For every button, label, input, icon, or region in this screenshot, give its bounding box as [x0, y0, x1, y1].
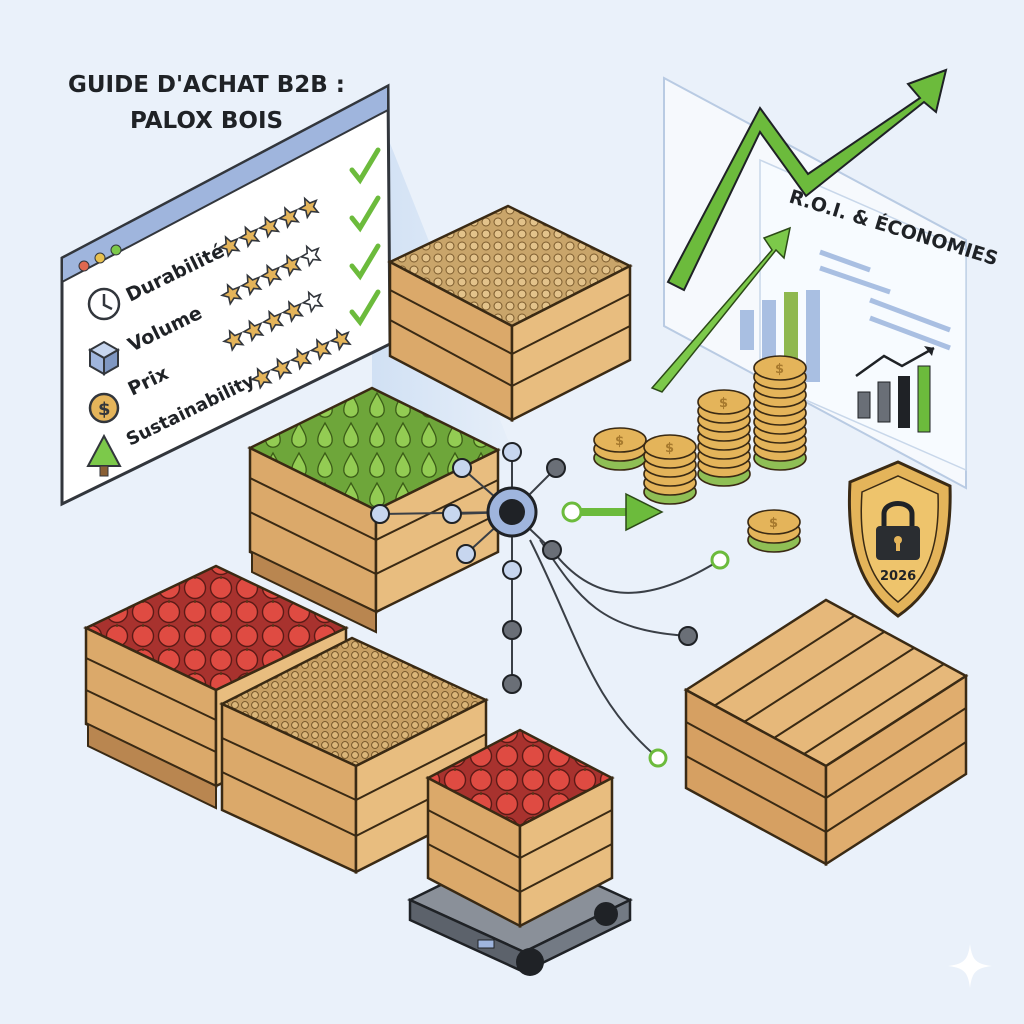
star-empty-icon — [299, 244, 322, 268]
hub-node — [456, 544, 476, 564]
star-filled-icon — [297, 196, 320, 220]
coin — [697, 389, 751, 415]
rating-stars — [222, 290, 324, 352]
checkmark-icon — [349, 289, 381, 327]
pallet-stack — [683, 598, 969, 867]
roi-panel: R.O.I. & ÉCONOMIES — [663, 76, 1001, 490]
coin-dollar-glyph: $ — [665, 441, 674, 456]
palox-crate-apples-robot — [425, 728, 615, 929]
shield-year: 2026 — [880, 569, 916, 584]
growth-arrow-icon — [650, 68, 948, 393]
rating-stars — [218, 196, 320, 258]
palox-crate-grain-middle — [219, 636, 489, 875]
guide-title: GUIDE D'ACHAT B2B : PALOX BOIS — [68, 72, 345, 134]
coin-dollar-glyph: $ — [719, 396, 728, 411]
robot-wheel — [516, 948, 544, 976]
star-empty-icon — [301, 290, 324, 314]
star-filled-icon — [259, 263, 283, 287]
star-filled-icon — [218, 235, 241, 258]
coin-dollar-glyph: $ — [769, 516, 778, 531]
security-shield-badge: 2026 — [847, 460, 952, 618]
hub-node — [678, 626, 698, 646]
padlock-icon — [876, 501, 920, 560]
coin-dollar-glyph: $ — [615, 434, 624, 449]
hub-node — [502, 620, 522, 640]
network-hub — [370, 442, 730, 768]
hub-node — [710, 550, 730, 570]
hub-node — [502, 560, 522, 580]
coin — [753, 355, 807, 381]
hub-node — [542, 540, 562, 560]
coin-stacks: $ $ $ $ $ — [593, 355, 807, 553]
hub-node — [546, 458, 566, 478]
hub-node — [648, 748, 668, 768]
star-filled-icon — [257, 215, 281, 239]
dollar-glyph: $ — [98, 399, 111, 420]
robot-wheel — [594, 902, 618, 926]
hub-node — [442, 504, 462, 524]
star-filled-icon — [239, 273, 263, 297]
roi-bar-chart — [740, 249, 951, 433]
palox-crate-grain-top — [387, 204, 633, 423]
checkmark-icon — [349, 195, 381, 233]
star-filled-icon — [261, 309, 285, 333]
coin — [747, 509, 801, 535]
cube-icon — [87, 340, 121, 376]
title-line-2: PALOX BOIS — [130, 108, 283, 134]
star-filled-icon — [269, 357, 293, 381]
star-filled-icon — [279, 254, 303, 277]
coin-dollar-glyph: $ — [775, 362, 784, 377]
hub-node — [502, 674, 522, 694]
star-filled-icon — [289, 347, 313, 371]
criteria-window: Durabilité Volume $ Prix — [60, 83, 392, 507]
star-filled-icon — [241, 319, 265, 343]
star-filled-icon — [237, 225, 261, 249]
output-arrowhead — [625, 492, 664, 532]
sparkle-icon — [948, 944, 992, 988]
hub-node — [561, 501, 583, 523]
star-filled-icon — [309, 338, 333, 361]
hub-node — [502, 442, 522, 462]
coin — [643, 434, 697, 460]
rating-stars — [250, 328, 352, 390]
star-filled-icon — [281, 300, 305, 323]
window-maximize-dot[interactable] — [110, 244, 122, 256]
star-filled-icon — [277, 206, 301, 229]
hub-node — [370, 504, 390, 524]
robot-sensor — [477, 939, 495, 949]
window-minimize-dot[interactable] — [94, 252, 106, 264]
window-close-dot[interactable] — [78, 260, 90, 272]
palox-crate-pears — [247, 386, 501, 634]
star-filled-icon — [250, 367, 273, 390]
checkmark-icon — [349, 147, 381, 185]
rating-stars — [220, 244, 322, 306]
dollar-coin-icon — [88, 392, 120, 424]
star-filled-icon — [329, 328, 352, 352]
tree-icon — [86, 433, 122, 477]
star-filled-icon — [220, 283, 243, 306]
coin — [593, 427, 647, 453]
checkmark-icon — [349, 243, 381, 281]
hub-node — [452, 458, 472, 478]
title-line-1: GUIDE D'ACHAT B2B : — [68, 72, 345, 98]
star-filled-icon — [222, 329, 245, 352]
